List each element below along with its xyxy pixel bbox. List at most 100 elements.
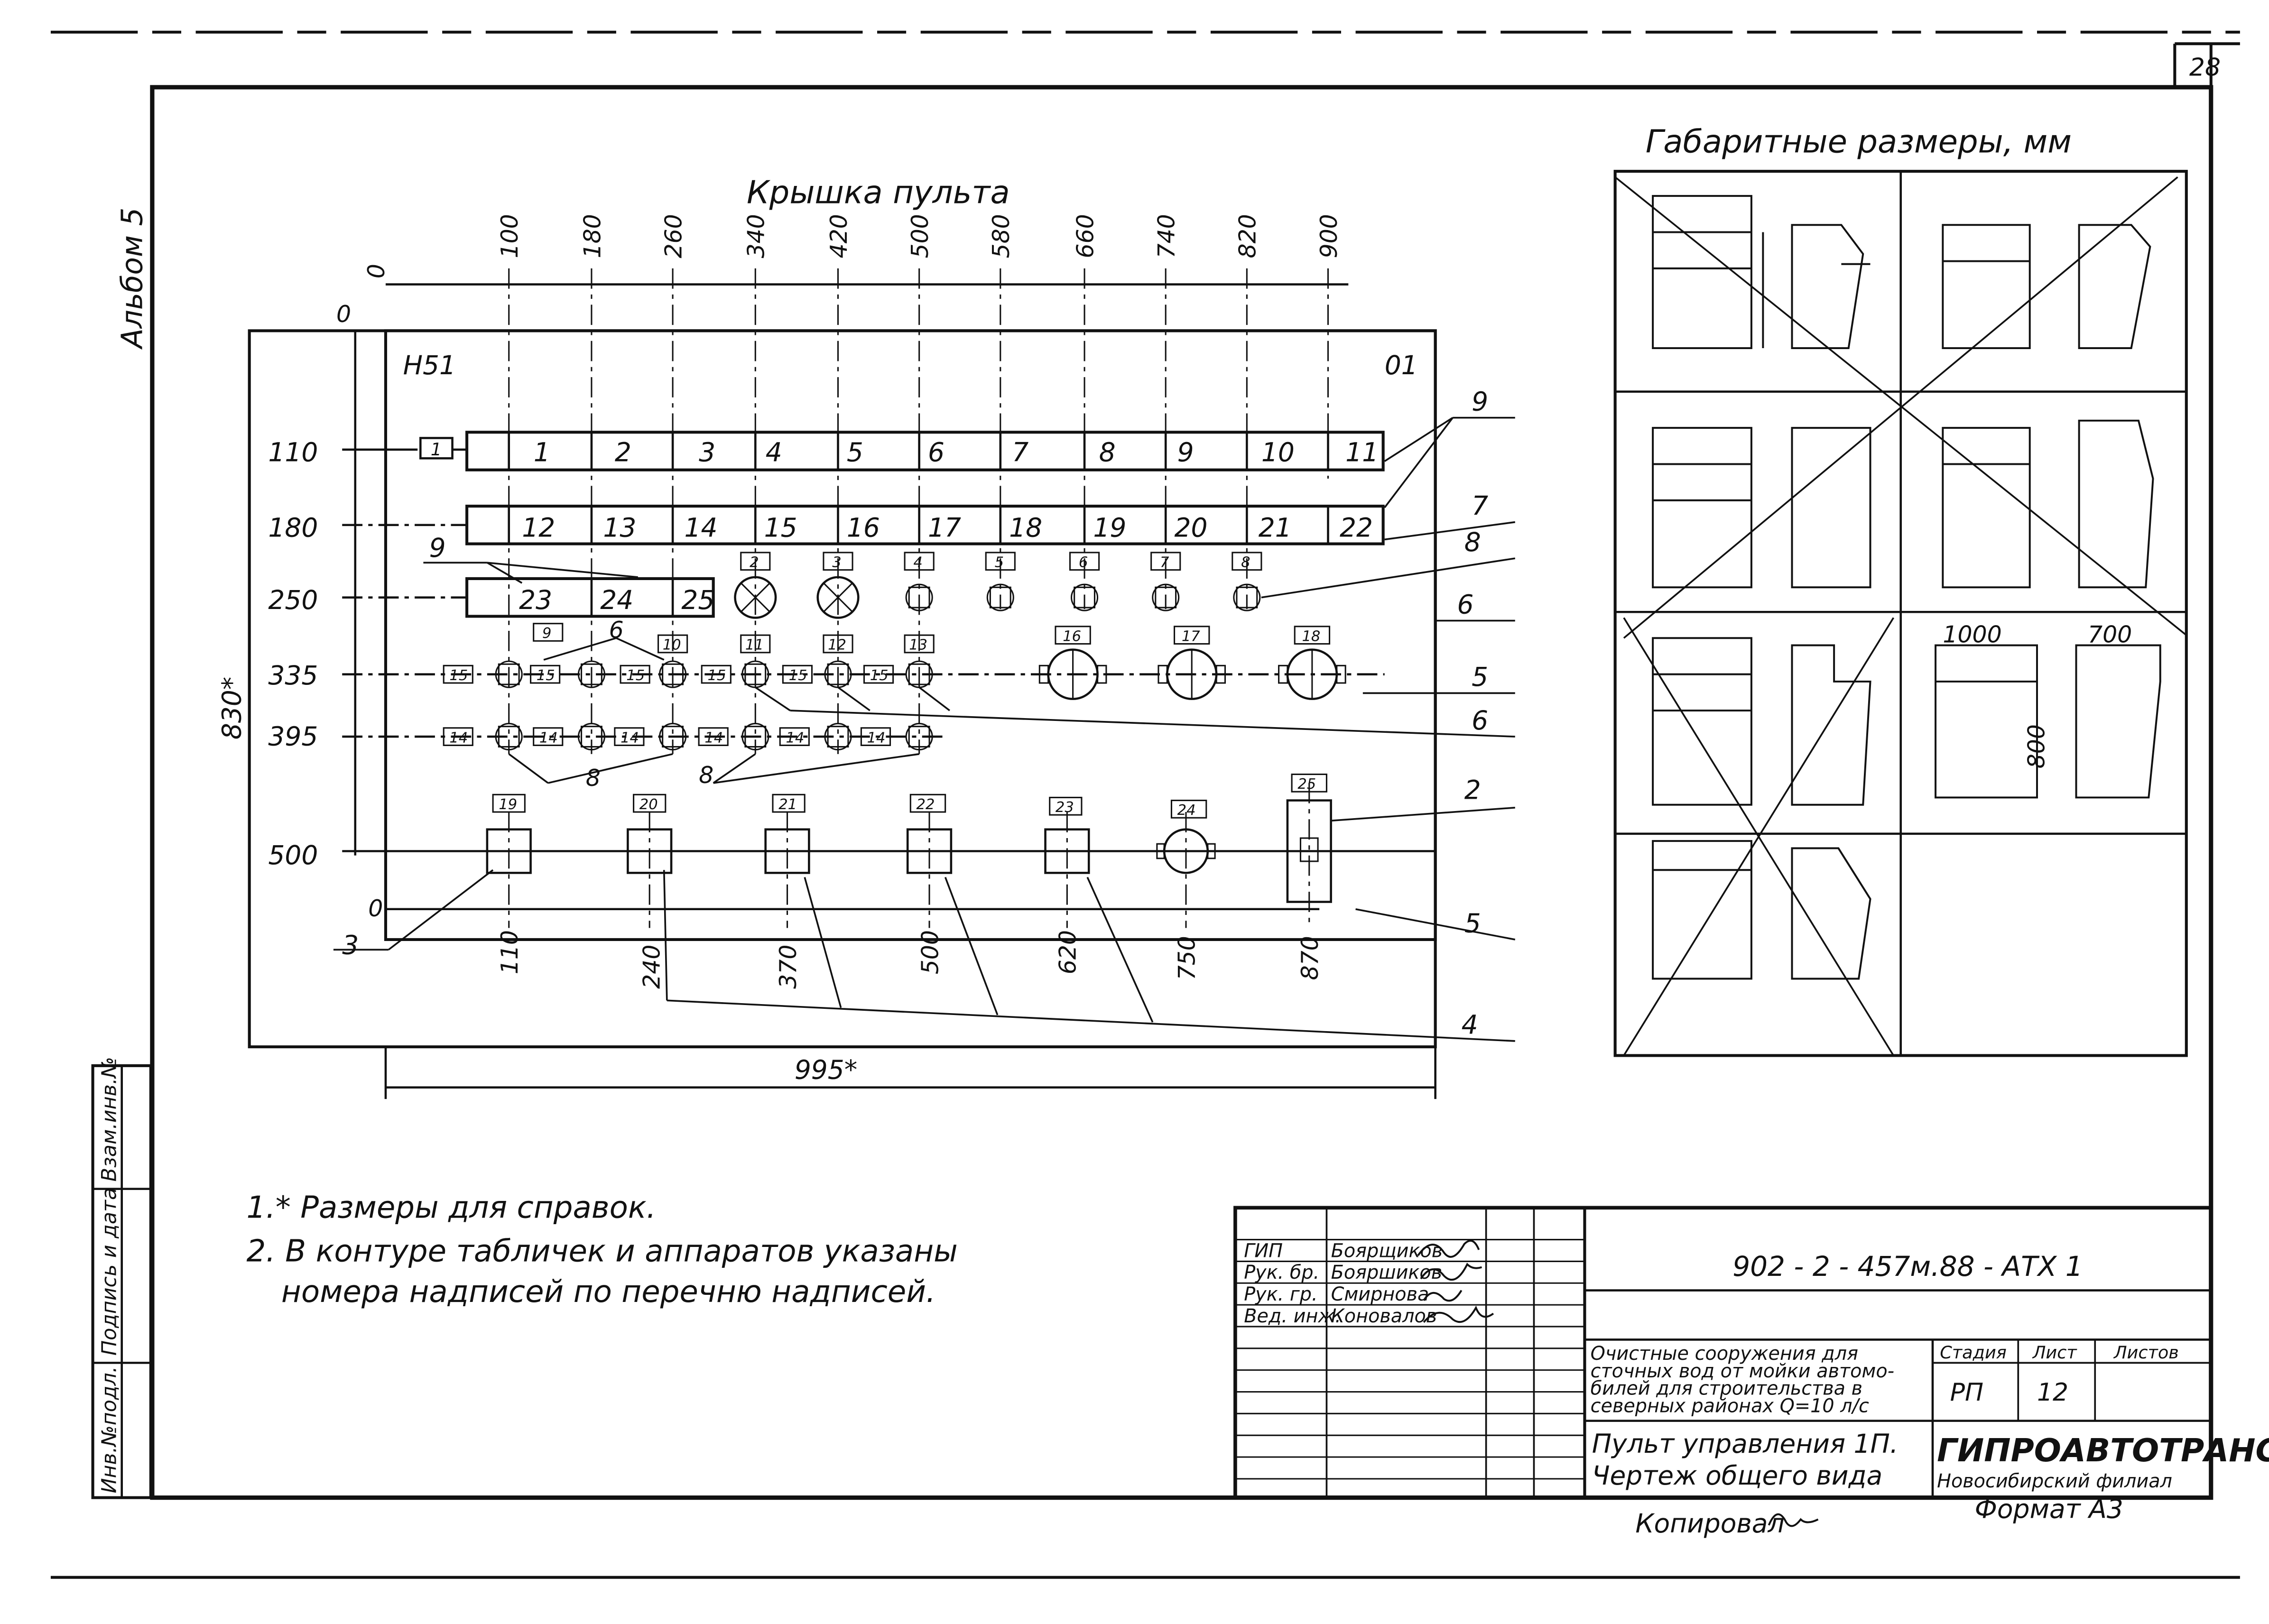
name-2: Бояршиков xyxy=(1331,1262,1443,1283)
strip-inv-podl: Инв.№подл. xyxy=(97,1366,121,1494)
row2-box-12: 12 xyxy=(522,512,555,543)
footer: Копировал Формат А3 xyxy=(1635,1494,2123,1539)
row4-switches xyxy=(1038,648,1346,700)
dim-1000: 1000 xyxy=(1943,621,2001,648)
callout-9-right: 9 xyxy=(1472,386,1488,416)
top-dim-0: 0 xyxy=(363,264,390,278)
row1-box-3: 3 xyxy=(699,437,715,467)
project-line-1: Очистные сооружения для xyxy=(1591,1343,1858,1365)
row5-side-tag-1: 14 xyxy=(449,729,468,746)
row2-box-17: 17 xyxy=(928,512,961,543)
button-row3 xyxy=(905,583,1261,611)
sheets-label: Листов xyxy=(2113,1342,2179,1363)
row6-tag-22: 22 xyxy=(917,796,935,813)
left-stamp-strip: Инв.№подл. Подпись и дата Взам.инв.№ xyxy=(91,1057,152,1499)
dimensions-panel: Габаритные размеры, мм 1000 700 xyxy=(1613,123,2188,1057)
row4-tag-17: 17 xyxy=(1182,628,1200,645)
row-2: 12 13 14 15 16 17 18 19 20 21 22 xyxy=(465,505,1385,545)
callout-9-left: 9 xyxy=(429,533,446,563)
format-label: Формат А3 xyxy=(1975,1494,2123,1524)
drawing-title-line-1: Пульт управления 1П. xyxy=(1592,1429,1899,1459)
callout-3: 3 xyxy=(342,930,359,960)
top-dim-820: 820 xyxy=(1234,214,1261,258)
row5-buttons xyxy=(495,723,933,751)
row1-box-1: 1 xyxy=(534,437,550,467)
name-4: Коновалов xyxy=(1331,1305,1437,1327)
callout-6-left: 6 xyxy=(609,617,624,644)
top-dim-900: 900 xyxy=(1315,214,1343,258)
project-line-3: билей для строительства в xyxy=(1591,1378,1862,1400)
signal-lamp-1 xyxy=(734,576,777,619)
organization-branch: Новосибирский филиал xyxy=(1937,1470,2172,1492)
row2-box-19: 19 xyxy=(1093,512,1126,543)
callout-4: 4 xyxy=(1462,1010,1478,1040)
row-3: 23 24 25 2 3 4 5 6 7 8 xyxy=(465,552,1262,619)
row-dim-180: 180 xyxy=(268,512,318,543)
dim-700: 700 xyxy=(2088,621,2132,648)
top-dim-740: 740 xyxy=(1153,214,1180,258)
top-dim-500: 500 xyxy=(907,214,934,258)
left-zero-label: 0 xyxy=(336,301,351,328)
row-dim-335: 335 xyxy=(268,660,318,691)
callout-6-right: 6 xyxy=(1457,589,1474,619)
row-5: 14 14 14 14 14 14 xyxy=(443,723,933,751)
bottom-dimensions: 0 110 240 370 500 620 750 870 995* xyxy=(368,895,1436,1099)
row5-side-tag-5: 14 xyxy=(786,729,804,746)
height-dimension: 830* xyxy=(216,677,247,739)
row2-box-15: 15 xyxy=(764,512,797,543)
row5-side-tag-4: 14 xyxy=(704,729,723,746)
top-dim-420: 420 xyxy=(825,214,852,258)
row-dim-395: 395 xyxy=(268,721,318,751)
row6-tag-20: 20 xyxy=(639,796,658,813)
row5-side-tag-3: 14 xyxy=(621,729,639,746)
row5-side-tags: 14 14 14 14 14 14 xyxy=(443,727,891,746)
callout-8-left: 8 xyxy=(586,765,601,792)
row3-box-24: 24 xyxy=(600,585,633,615)
note-1: 1.* Размеры для справок. xyxy=(247,1190,656,1226)
callout-7: 7 xyxy=(1472,490,1488,521)
strip-signature-date: Подпись и дата xyxy=(97,1188,121,1356)
role-ruk-br: Рук. бр. xyxy=(1244,1262,1319,1283)
row4-tag-9: 9 xyxy=(542,625,551,642)
row2-box-14: 14 xyxy=(685,512,718,543)
row1-small-label: 1 xyxy=(431,439,442,460)
corner-label-h51: Н51 xyxy=(403,350,456,380)
row4-tag-12: 12 xyxy=(828,637,846,654)
row1-box-5: 5 xyxy=(847,437,863,467)
panel-title: Крышка пульта xyxy=(747,174,1010,211)
row4-upper-tags: 9 10 11 12 13 16 17 18 xyxy=(533,623,1331,654)
note-2: 2. В контуре табличек и аппаратов указан… xyxy=(247,1233,958,1269)
row5-side-tag-2: 14 xyxy=(539,729,558,746)
name-3: Смирнова xyxy=(1331,1283,1429,1305)
drawing-title-line-2: Чертеж общего вида xyxy=(1592,1460,1883,1491)
notes: 1.* Размеры для справок. 2. В контуре та… xyxy=(247,1190,958,1310)
row1-box-2: 2 xyxy=(615,437,631,467)
row2-box-21: 21 xyxy=(1259,512,1292,543)
callout-2: 2 xyxy=(1464,775,1481,805)
row4-side-tag-2: 15 xyxy=(537,667,555,684)
row-dim-250: 250 xyxy=(268,585,318,615)
row1-box-8: 8 xyxy=(1099,437,1116,467)
row3-tag-5: 5 xyxy=(995,554,1004,571)
row-4: 15 15 15 15 15 15 9 1 xyxy=(443,623,1346,700)
row-1: 1 1 2 3 4 5 6 7 8 9 10 11 xyxy=(419,431,1385,471)
stage-value: РП xyxy=(1950,1378,1983,1407)
top-dim-180: 180 xyxy=(579,214,606,258)
role-ruk-gr: Рук. гр. xyxy=(1244,1283,1317,1305)
row4-tag-13: 13 xyxy=(909,637,927,654)
dim-800: 800 xyxy=(2023,724,2050,768)
signal-lamp-2 xyxy=(816,576,860,619)
project-line-4: северных районах Q=10 л/с xyxy=(1591,1395,1869,1417)
row6-tag-23: 23 xyxy=(1056,799,1074,816)
row2-box-13: 13 xyxy=(603,512,636,543)
bottom-dim-110: 110 xyxy=(496,930,523,974)
callout-6-lower: 6 xyxy=(1472,705,1488,736)
row4-side-tags: 15 15 15 15 15 15 xyxy=(443,664,894,684)
top-dim-100: 100 xyxy=(496,214,523,258)
album-label: Альбом 5 xyxy=(116,208,149,350)
doc-code: 902 - 2 - 457м.88 - АТХ 1 xyxy=(1732,1250,2083,1283)
bottom-dim-240: 240 xyxy=(639,945,666,989)
sheet-value: 12 xyxy=(2037,1378,2068,1407)
row-6: 19 20 21 22 23 24 25 xyxy=(486,774,1332,928)
